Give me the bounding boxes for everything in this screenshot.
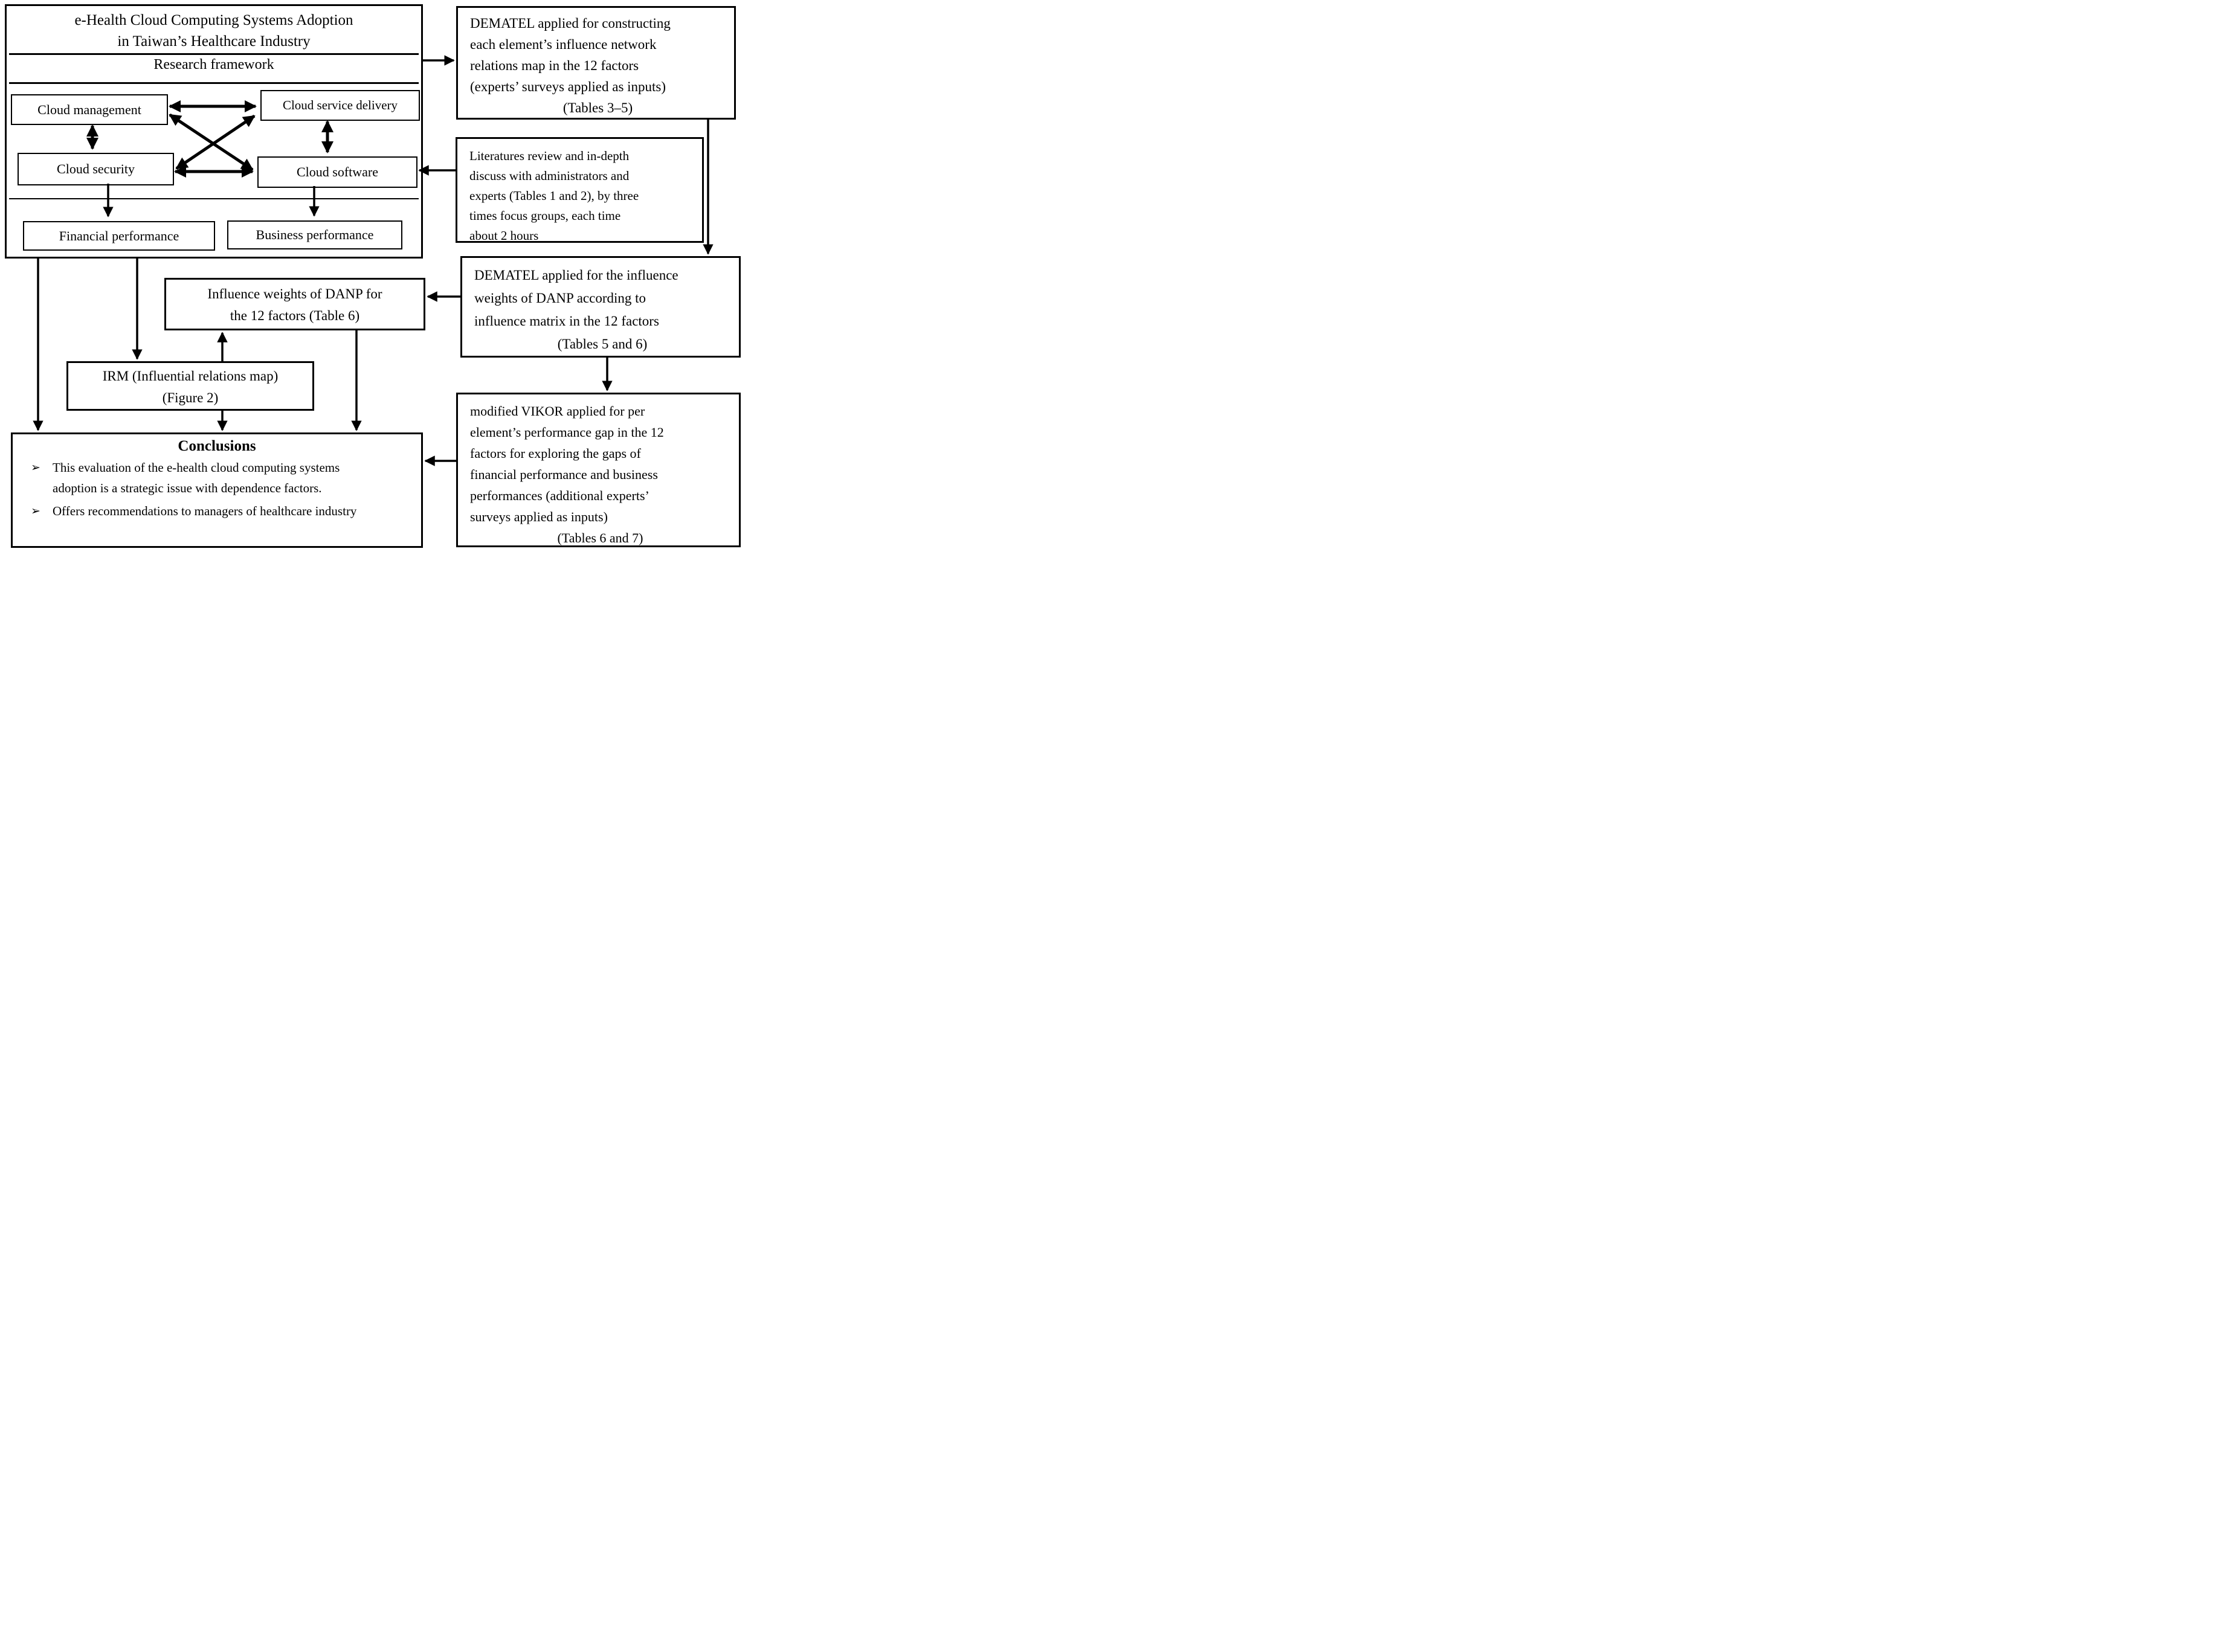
conclusions-bullet-2-text: Offers recommendations to managers of he…: [53, 504, 357, 518]
conclusions-bullet-1: ➢ This evaluation of the e-health cloud …: [13, 457, 421, 498]
dematel-network-text-line: (experts’ surveys applied as inputs): [470, 79, 666, 94]
irm-text-line: (Figure 2): [162, 390, 219, 405]
node-cloud-service-delivery-label: Cloud service delivery: [282, 98, 398, 112]
node-financial-performance-label: Financial performance: [59, 228, 179, 243]
divider-above-performance: [9, 198, 419, 199]
influence-weights-text-line: Influence weights of DANP for: [207, 286, 382, 301]
modified-vikor-text-line: modified VIKOR applied for per: [470, 403, 645, 419]
modified-vikor-text-line: performances (additional experts’: [470, 488, 649, 503]
dematel-network-box: DEMATEL applied for constructing each el…: [456, 6, 736, 120]
node-cloud-security-label: Cloud security: [57, 161, 135, 176]
literature-review-text-line: times focus groups, each time: [469, 208, 621, 223]
conclusions-bullet-1-text: This evaluation of the e-health cloud co…: [53, 460, 340, 495]
literature-review-text-line: Literatures review and in-depth: [469, 149, 630, 163]
literature-review-text-line: about 2 hours: [469, 228, 539, 243]
conclusions-bullet-2: ➢ Offers recommendations to managers of …: [13, 501, 421, 521]
node-financial-performance: Financial performance: [23, 221, 215, 251]
modified-vikor-text-line: surveys applied as inputs): [470, 509, 608, 524]
node-cloud-management: Cloud management: [11, 94, 168, 125]
conclusions-box: Conclusions ➢ This evaluation of the e-h…: [11, 432, 423, 548]
dematel-network-tables-ref: (Tables 3–5): [562, 100, 633, 115]
bullet-arrow-icon: ➢: [31, 461, 40, 474]
dematel-danp-box: DEMATEL applied for the influence weight…: [460, 256, 741, 358]
dematel-network-text-line: relations map in the 12 factors: [470, 58, 639, 73]
node-cloud-management-label: Cloud management: [37, 101, 141, 117]
divider-under-subtitle: [9, 82, 419, 84]
dematel-network-text-line: each element’s influence network: [470, 37, 657, 52]
bullet-arrow-icon: ➢: [31, 504, 40, 518]
node-business-performance: Business performance: [227, 220, 402, 249]
arrow-security-service-delivery-diagonal: [175, 114, 256, 170]
influence-weights-text-line: the 12 factors (Table 6): [230, 308, 360, 323]
diagram-title: e-Health Cloud Computing Systems Adoptio…: [7, 6, 421, 52]
diagram-title-line2: in Taiwan’s Healthcare Industry: [117, 33, 311, 50]
dematel-danp-text-line: influence matrix in the 12 factors: [474, 313, 659, 329]
node-business-performance-label: Business performance: [256, 227, 374, 242]
modified-vikor-box: modified VIKOR applied for per element’s…: [456, 393, 741, 547]
diagram-title-line1: e-Health Cloud Computing Systems Adoptio…: [74, 12, 353, 28]
influence-weights-box: Influence weights of DANP for the 12 fac…: [164, 278, 425, 330]
dematel-network-text-line: DEMATEL applied for constructing: [470, 16, 671, 31]
dematel-danp-text-line: weights of DANP according to: [474, 291, 646, 306]
literature-review-text-line: experts (Tables 1 and 2), by three: [469, 188, 639, 203]
dematel-danp-text-line: DEMATEL applied for the influence: [474, 268, 678, 283]
modified-vikor-tables-ref: (Tables 6 and 7): [557, 530, 643, 545]
modified-vikor-text-line: factors for exploring the gaps of: [470, 446, 641, 461]
connector-layer: [33, 55, 714, 466]
node-cloud-software: Cloud software: [257, 156, 417, 188]
node-cloud-service-delivery: Cloud service delivery: [260, 90, 420, 121]
node-cloud-security: Cloud security: [18, 153, 174, 185]
framework-box: e-Health Cloud Computing Systems Adoptio…: [5, 4, 423, 259]
literature-review-text-line: discuss with administrators and: [469, 169, 630, 183]
irm-box: IRM (Influential relations map) (Figure …: [66, 361, 314, 411]
arrow-management-software-diagonal: [169, 113, 254, 172]
research-framework-diagram: e-Health Cloud Computing Systems Adoptio…: [0, 0, 743, 551]
modified-vikor-text-line: element’s performance gap in the 12: [470, 425, 664, 440]
framework-subtitle: Research framework: [153, 57, 274, 72]
dematel-danp-tables-ref: (Tables 5 and 6): [557, 336, 648, 352]
divider-under-title: [9, 53, 419, 55]
modified-vikor-text-line: financial performance and business: [470, 467, 658, 482]
node-cloud-software-label: Cloud software: [296, 164, 379, 179]
irm-text-line: IRM (Influential relations map): [102, 368, 279, 384]
literature-review-box: Literatures review and in-depth discuss …: [456, 137, 704, 243]
conclusions-title: Conclusions: [178, 438, 256, 454]
